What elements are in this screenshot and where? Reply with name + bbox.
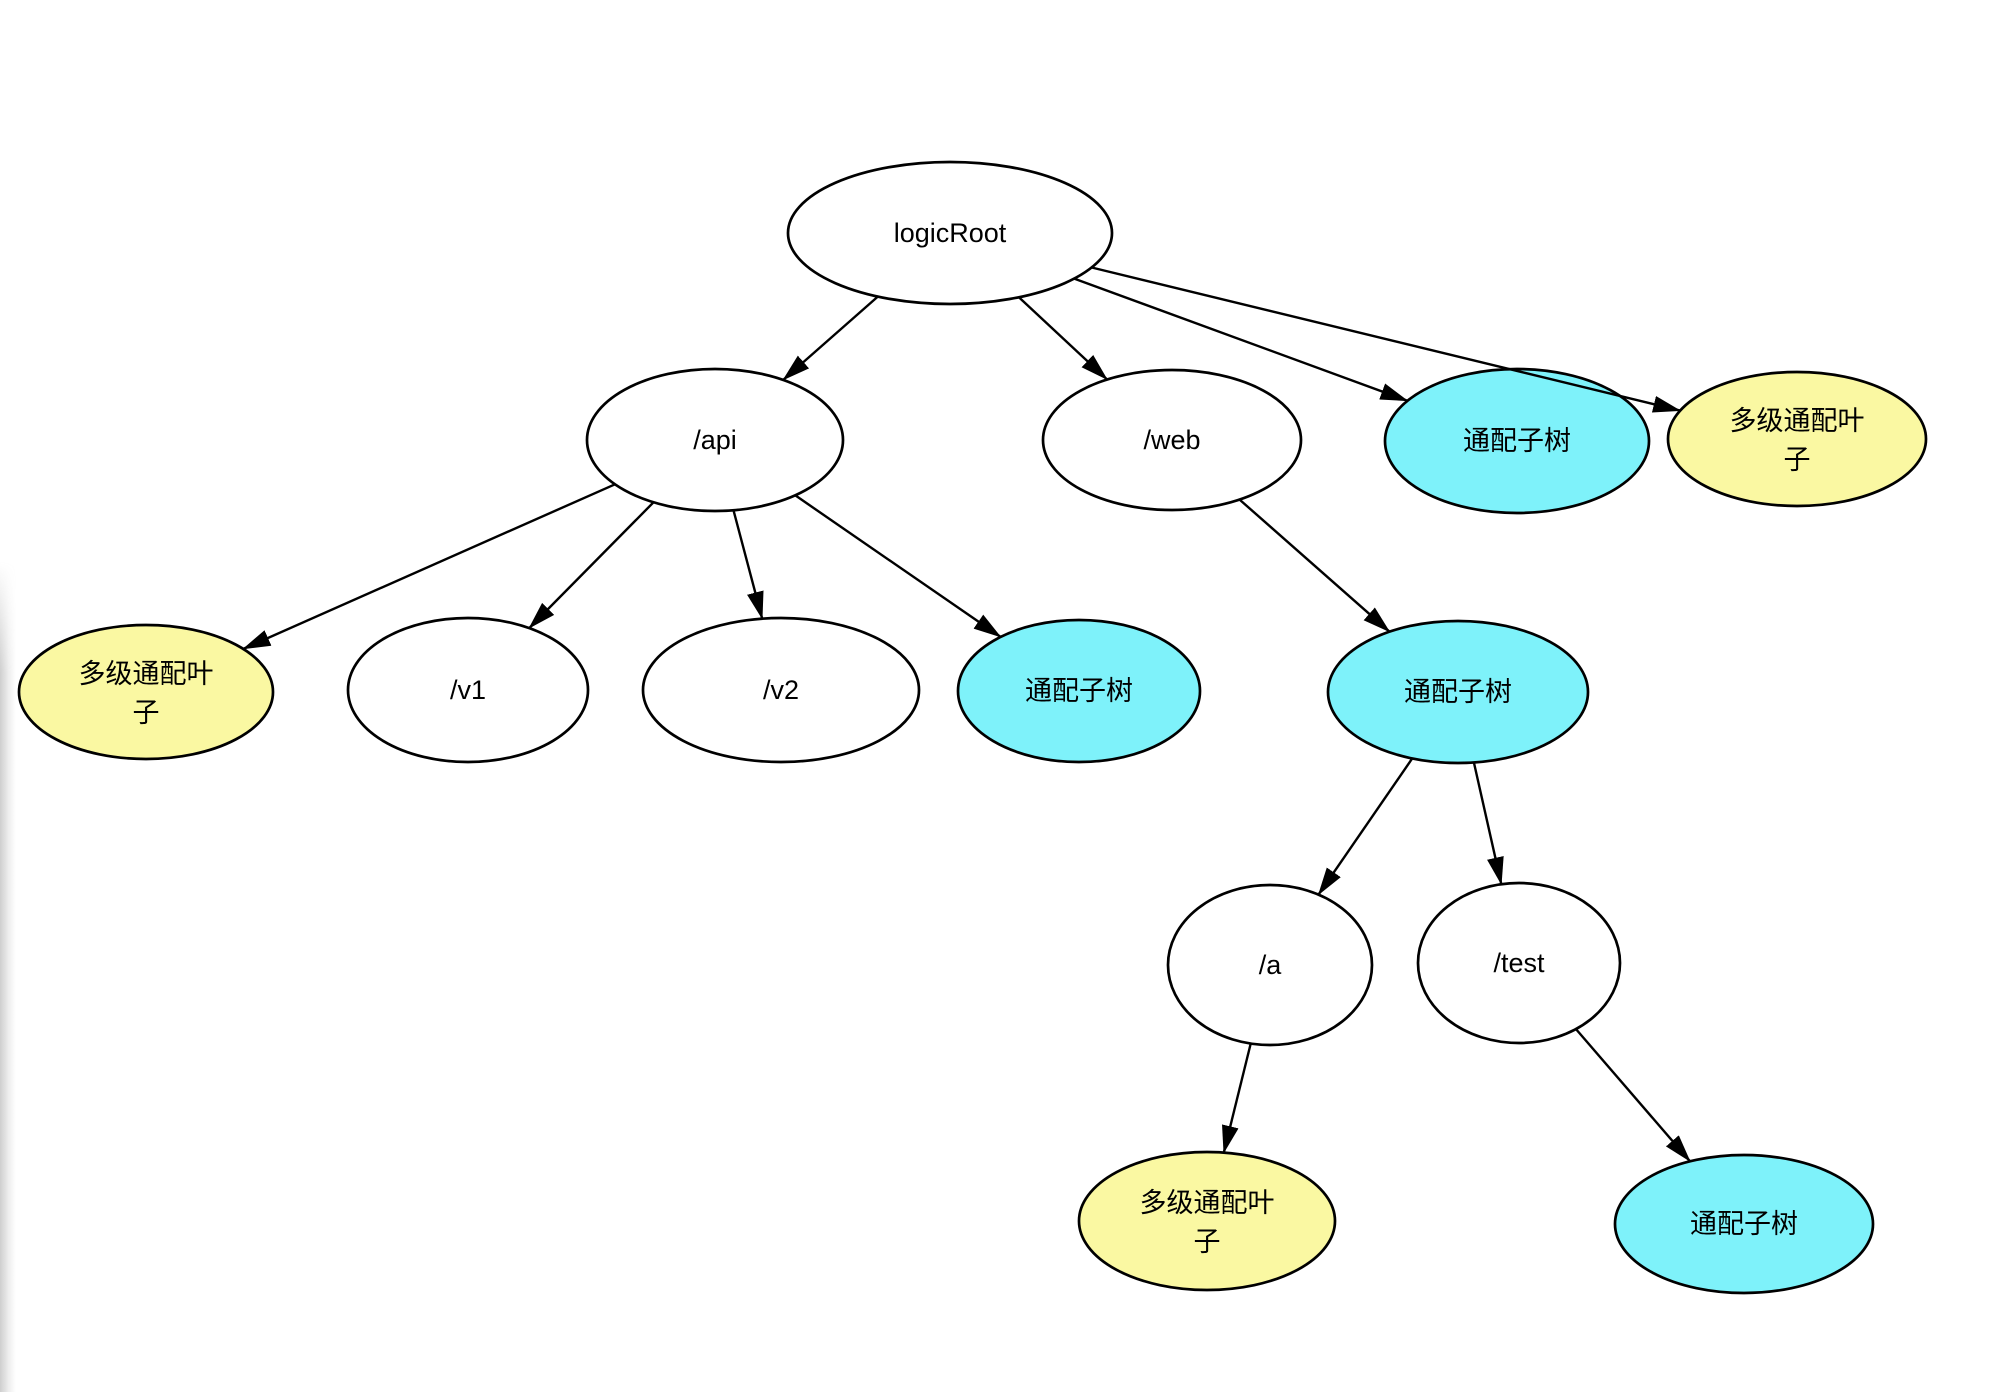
tree-edge-api-to-v2 (732, 509, 764, 620)
tree-node-api: /api (585, 367, 845, 513)
tree-node-ellipse (1416, 881, 1622, 1045)
tree-node-test: /test (1416, 881, 1622, 1045)
tree-node-leaf-top: 多级通配叶子 (1666, 370, 1928, 508)
tree-node-label-line: 子 (1194, 1227, 1221, 1257)
tree-node-label: /a (1259, 950, 1283, 980)
tree-edge-logicRoot-to-leaf-top (1091, 266, 1682, 413)
tree-node-ellipse (1041, 368, 1303, 512)
tree-node-ellipse (1166, 883, 1374, 1047)
tree-node-label: 通配子树 (1404, 677, 1512, 707)
tree-node-ellipse (17, 623, 275, 761)
tree-edge-logicRoot-to-wild-top (1073, 277, 1409, 402)
tree-node-label: 通配子树 (1690, 1209, 1798, 1239)
tree-node-label: 通配子树 (1025, 676, 1133, 706)
tree-node-label-line: 子 (133, 698, 160, 728)
tree-node-label: 多级通配叶子 (79, 659, 214, 728)
tree-node-label-line: 多级通配叶 (1730, 406, 1865, 436)
tree-node-leaf-left: 多级通配叶子 (17, 623, 275, 761)
tree-node-label-line: 通配子树 (1690, 1209, 1798, 1239)
tree-node-label-line: /test (1493, 948, 1545, 978)
tree-edge-api-to-wild-api (794, 494, 1002, 638)
tree-node-ellipse (1077, 1150, 1337, 1292)
tree-node-label: /v1 (450, 675, 486, 705)
edges-layer (242, 266, 1691, 1163)
tree-node-ellipse (956, 618, 1202, 764)
tree-node-ellipse (1666, 370, 1928, 508)
tree-node-label-line: /v2 (763, 675, 799, 705)
tree-node-label-line: /a (1259, 950, 1283, 980)
tree-node-label-line: /api (693, 425, 737, 455)
tree-node-ellipse (1613, 1153, 1875, 1295)
tree-edge-logicRoot-to-api (782, 295, 879, 381)
tree-edge-logicRoot-to-web (1018, 296, 1108, 381)
tree-node-ellipse (786, 160, 1114, 306)
tree-node-label-line: 通配子树 (1463, 426, 1571, 456)
tree-node-label: logicRoot (894, 218, 1007, 248)
tree-node-label: /api (693, 425, 737, 455)
tree-node-label-line: 通配子树 (1404, 677, 1512, 707)
tree-edge-wild-web-to-test (1472, 762, 1504, 886)
tree-node-label: /v2 (763, 675, 799, 705)
tree-node-v2: /v2 (641, 616, 921, 764)
tree-node-label-line: logicRoot (894, 218, 1007, 248)
tree-node-a: /a (1166, 883, 1374, 1047)
tree-node-label: 通配子树 (1463, 426, 1571, 456)
tree-node-label-line: /web (1143, 425, 1200, 455)
tree-node-web: /web (1041, 368, 1303, 512)
tree-node-logicRoot: logicRoot (786, 160, 1114, 306)
tree-node-label: /web (1143, 425, 1200, 455)
tree-node-label-line: 多级通配叶 (1140, 1188, 1275, 1218)
tree-edge-api-to-v1 (528, 501, 655, 629)
tree-node-label: 多级通配叶子 (1140, 1188, 1275, 1257)
tree-node-ellipse (1326, 619, 1590, 765)
tree-node-wild-top: 通配子树 (1383, 367, 1651, 515)
tree-node-label-line: 子 (1784, 445, 1811, 475)
tree-edge-api-to-leaf-left (242, 483, 616, 650)
tree-node-label-line: /v1 (450, 675, 486, 705)
tree-node-ellipse (346, 616, 590, 764)
tree-node-label-line: 通配子树 (1025, 676, 1133, 706)
tree-edge-wild-web-to-a (1317, 757, 1414, 896)
tree-node-wild-web: 通配子树 (1326, 619, 1590, 765)
tree-node-v1: /v1 (346, 616, 590, 764)
tree-node-ellipse (1383, 367, 1651, 515)
tree-node-ellipse (585, 367, 845, 513)
tree-node-wild-api: 通配子树 (956, 618, 1202, 764)
tree-node-label: /test (1493, 948, 1545, 978)
tree-edge-web-to-wild-web (1238, 498, 1391, 633)
tree-node-label: 多级通配叶子 (1730, 406, 1865, 475)
tree-edge-test-to-wild-test (1575, 1028, 1691, 1163)
tree-node-label-line: 多级通配叶 (79, 659, 214, 689)
tree-node-ellipse (641, 616, 921, 764)
tree-node-leaf-a: 多级通配叶子 (1077, 1150, 1337, 1292)
tree-node-wild-test: 通配子树 (1613, 1153, 1875, 1295)
tree-edge-a-to-leaf-a (1222, 1043, 1252, 1154)
